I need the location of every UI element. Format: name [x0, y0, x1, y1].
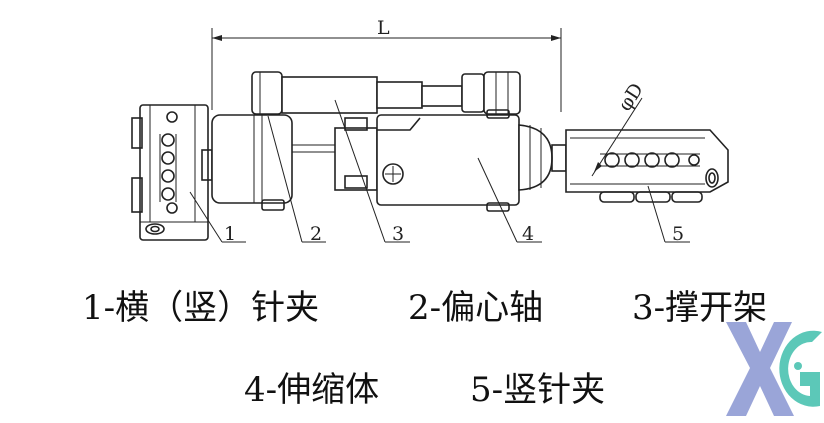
diameter-label: φD	[614, 79, 648, 115]
legend-item-2: 2-偏心轴	[408, 288, 544, 328]
telescopic-body	[376, 109, 567, 212]
legend-item-4: 4-伸缩体	[244, 370, 380, 410]
part-number-1: 1	[224, 223, 236, 245]
xg-logo	[726, 322, 822, 416]
dimension-l: L	[211, 17, 562, 112]
part-number-5: 5	[672, 223, 684, 245]
dimension-l-label: L	[377, 17, 390, 39]
part-number-3: 3	[392, 223, 404, 245]
legend-item-1: 1-横（竖）针夹	[82, 288, 320, 328]
part-number-2: 2	[310, 223, 322, 245]
leader-lines	[189, 99, 690, 243]
needle-clamp-left	[131, 104, 213, 241]
legend-item-3: 3-撑开架	[632, 288, 768, 328]
eccentric-shaft	[251, 71, 521, 115]
joint-cylinder	[211, 114, 335, 211]
part-number-4: 4	[522, 223, 534, 245]
legend-item-5: 5-竖针夹	[470, 370, 606, 410]
needle-clamp-right	[565, 129, 729, 203]
